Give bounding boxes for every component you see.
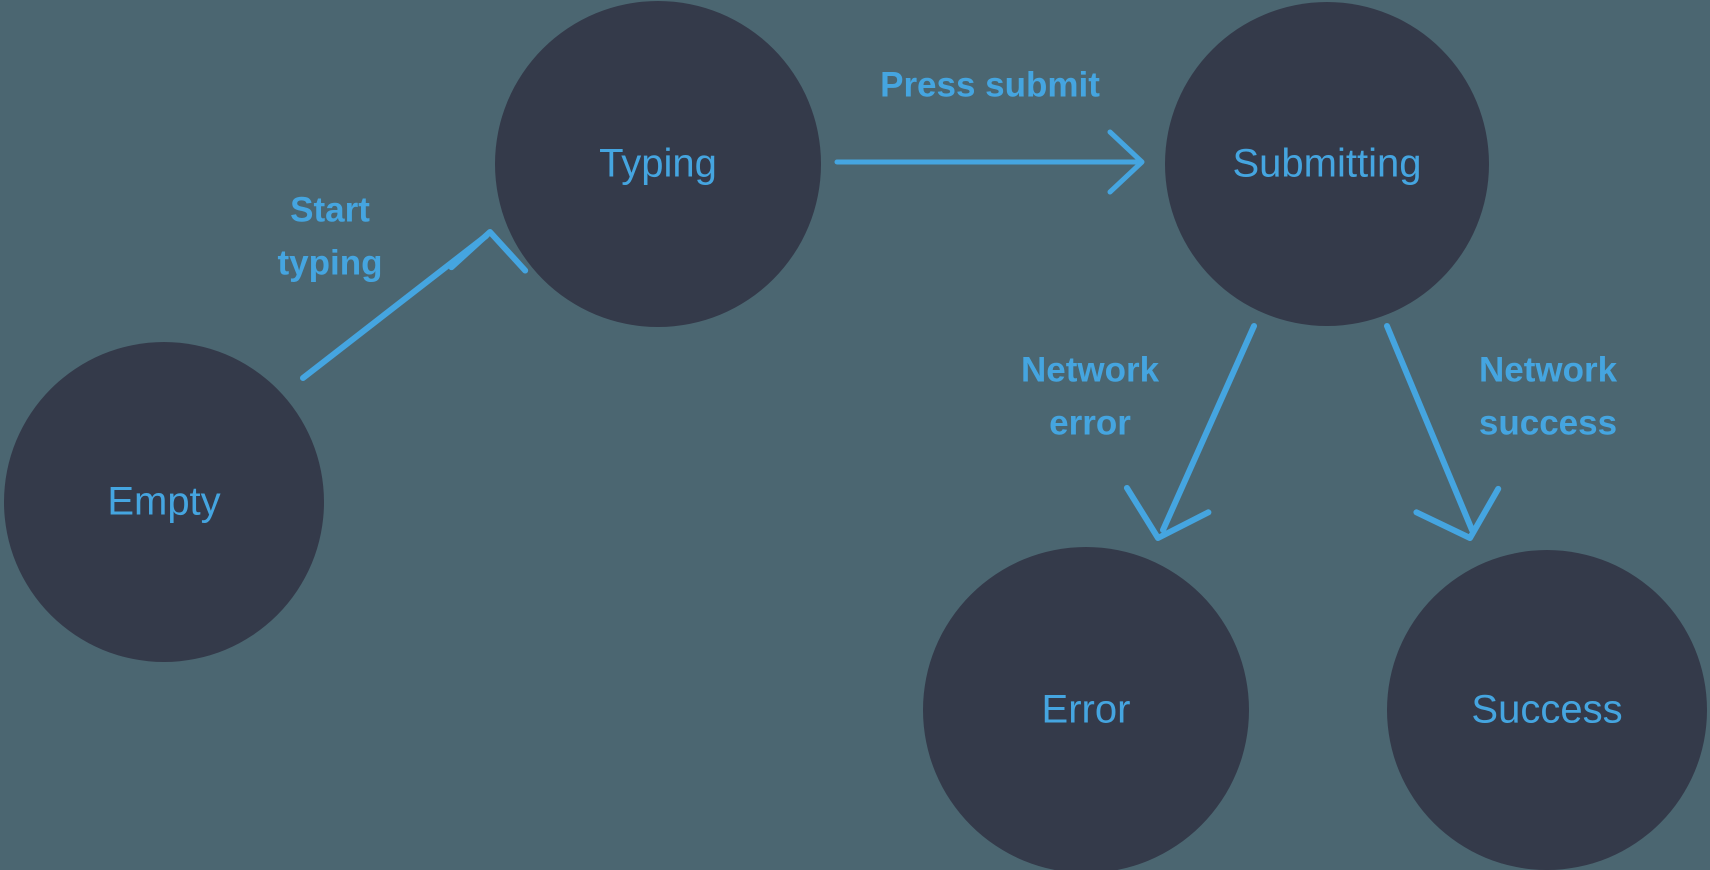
node-submitting-label: Submitting	[1233, 142, 1422, 186]
edge-submitting-to-error-arrowhead	[1123, 484, 1212, 541]
edge-label-network-success: Network success	[1479, 350, 1618, 442]
edge-label-network-success-line-1: Network	[1479, 350, 1618, 389]
node-error-circle[interactable]	[923, 547, 1249, 870]
edge-label-start-typing-line-1: Start	[290, 190, 370, 229]
edge-label-start-typing-line-2: typing	[278, 243, 383, 282]
edge-empty-to-typing-arrowhead	[448, 229, 529, 274]
edge-label-network-error-line-1: Network	[1021, 350, 1160, 389]
edge-submitting-to-error	[1123, 323, 1257, 541]
edge-typing-to-submitting-arrowhead	[1107, 129, 1145, 195]
node-typing-circle[interactable]	[495, 1, 821, 327]
edge-typing-to-submitting	[834, 129, 1145, 195]
node-error[interactable]: Error	[923, 547, 1249, 870]
node-success-circle[interactable]	[1387, 550, 1707, 870]
node-submitting[interactable]: Submitting	[1165, 2, 1489, 326]
node-submitting-circle[interactable]	[1165, 2, 1489, 326]
edge-submitting-to-success	[1384, 323, 1502, 541]
node-empty-label: Empty	[107, 480, 220, 524]
node-empty[interactable]: Empty	[4, 342, 324, 662]
edge-submitting-to-success-line	[1384, 323, 1475, 533]
edge-label-press-submit-line-1: Press submit	[880, 65, 1100, 104]
edge-label-network-error: Network error	[1021, 350, 1160, 442]
edge-label-network-success-line-2: success	[1479, 403, 1617, 442]
edge-label-network-error-line-2: error	[1049, 403, 1131, 442]
node-empty-circle[interactable]	[4, 342, 324, 662]
node-success[interactable]: Success	[1387, 550, 1707, 870]
node-success-label: Success	[1471, 688, 1622, 732]
edge-label-start-typing: Start typing	[278, 190, 383, 282]
node-error-label: Error	[1042, 688, 1131, 732]
node-typing-label: Typing	[599, 142, 717, 186]
edge-submitting-to-success-arrowhead	[1413, 485, 1502, 541]
edge-empty-to-typing	[300, 229, 529, 381]
edge-submitting-to-error-line	[1160, 323, 1257, 533]
node-typing[interactable]: Typing	[495, 1, 821, 327]
edge-label-press-submit: Press submit	[880, 65, 1100, 104]
